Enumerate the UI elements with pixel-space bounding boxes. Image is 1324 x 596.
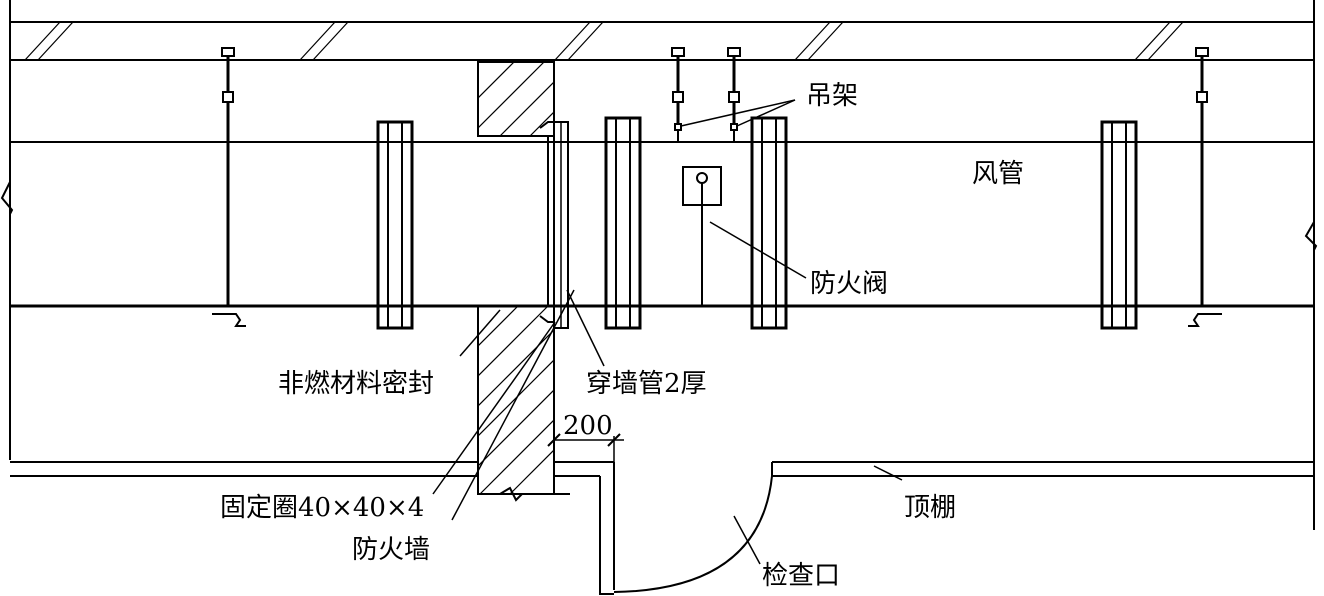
label-dimension: 200 bbox=[563, 411, 613, 441]
flange-3 bbox=[750, 116, 788, 330]
flange-4 bbox=[1100, 120, 1138, 330]
label-ceiling: 顶棚 bbox=[904, 493, 956, 523]
flange-2 bbox=[604, 116, 642, 330]
wall-sleeve bbox=[547, 121, 569, 329]
leader-lines bbox=[432, 99, 903, 565]
label-wall-sleeve: 穿墙管2厚 bbox=[586, 369, 707, 399]
air-duct bbox=[0, 141, 1318, 308]
ceiling bbox=[10, 461, 1314, 595]
hanger-damper-left bbox=[671, 47, 685, 142]
fire-wall bbox=[477, 61, 555, 495]
hanger-left bbox=[212, 47, 246, 327]
fire-damper bbox=[682, 166, 722, 306]
dimension-200 bbox=[547, 433, 624, 462]
label-duct: 风管 bbox=[972, 159, 1024, 189]
label-sealing: 非燃材料密封 bbox=[278, 369, 434, 399]
label-access-opening: 检查口 bbox=[762, 561, 840, 591]
flange-1 bbox=[376, 120, 414, 330]
label-fire-wall: 防火墙 bbox=[352, 535, 430, 565]
hanger-damper-right bbox=[727, 47, 741, 142]
label-fire-damper: 防火阀 bbox=[810, 269, 888, 299]
floor-slab bbox=[9, 0, 1315, 530]
hanger-right bbox=[1188, 47, 1222, 327]
label-hanger: 吊架 bbox=[806, 81, 858, 111]
label-fixing-ring: 固定圈40×40×4 bbox=[220, 493, 424, 523]
